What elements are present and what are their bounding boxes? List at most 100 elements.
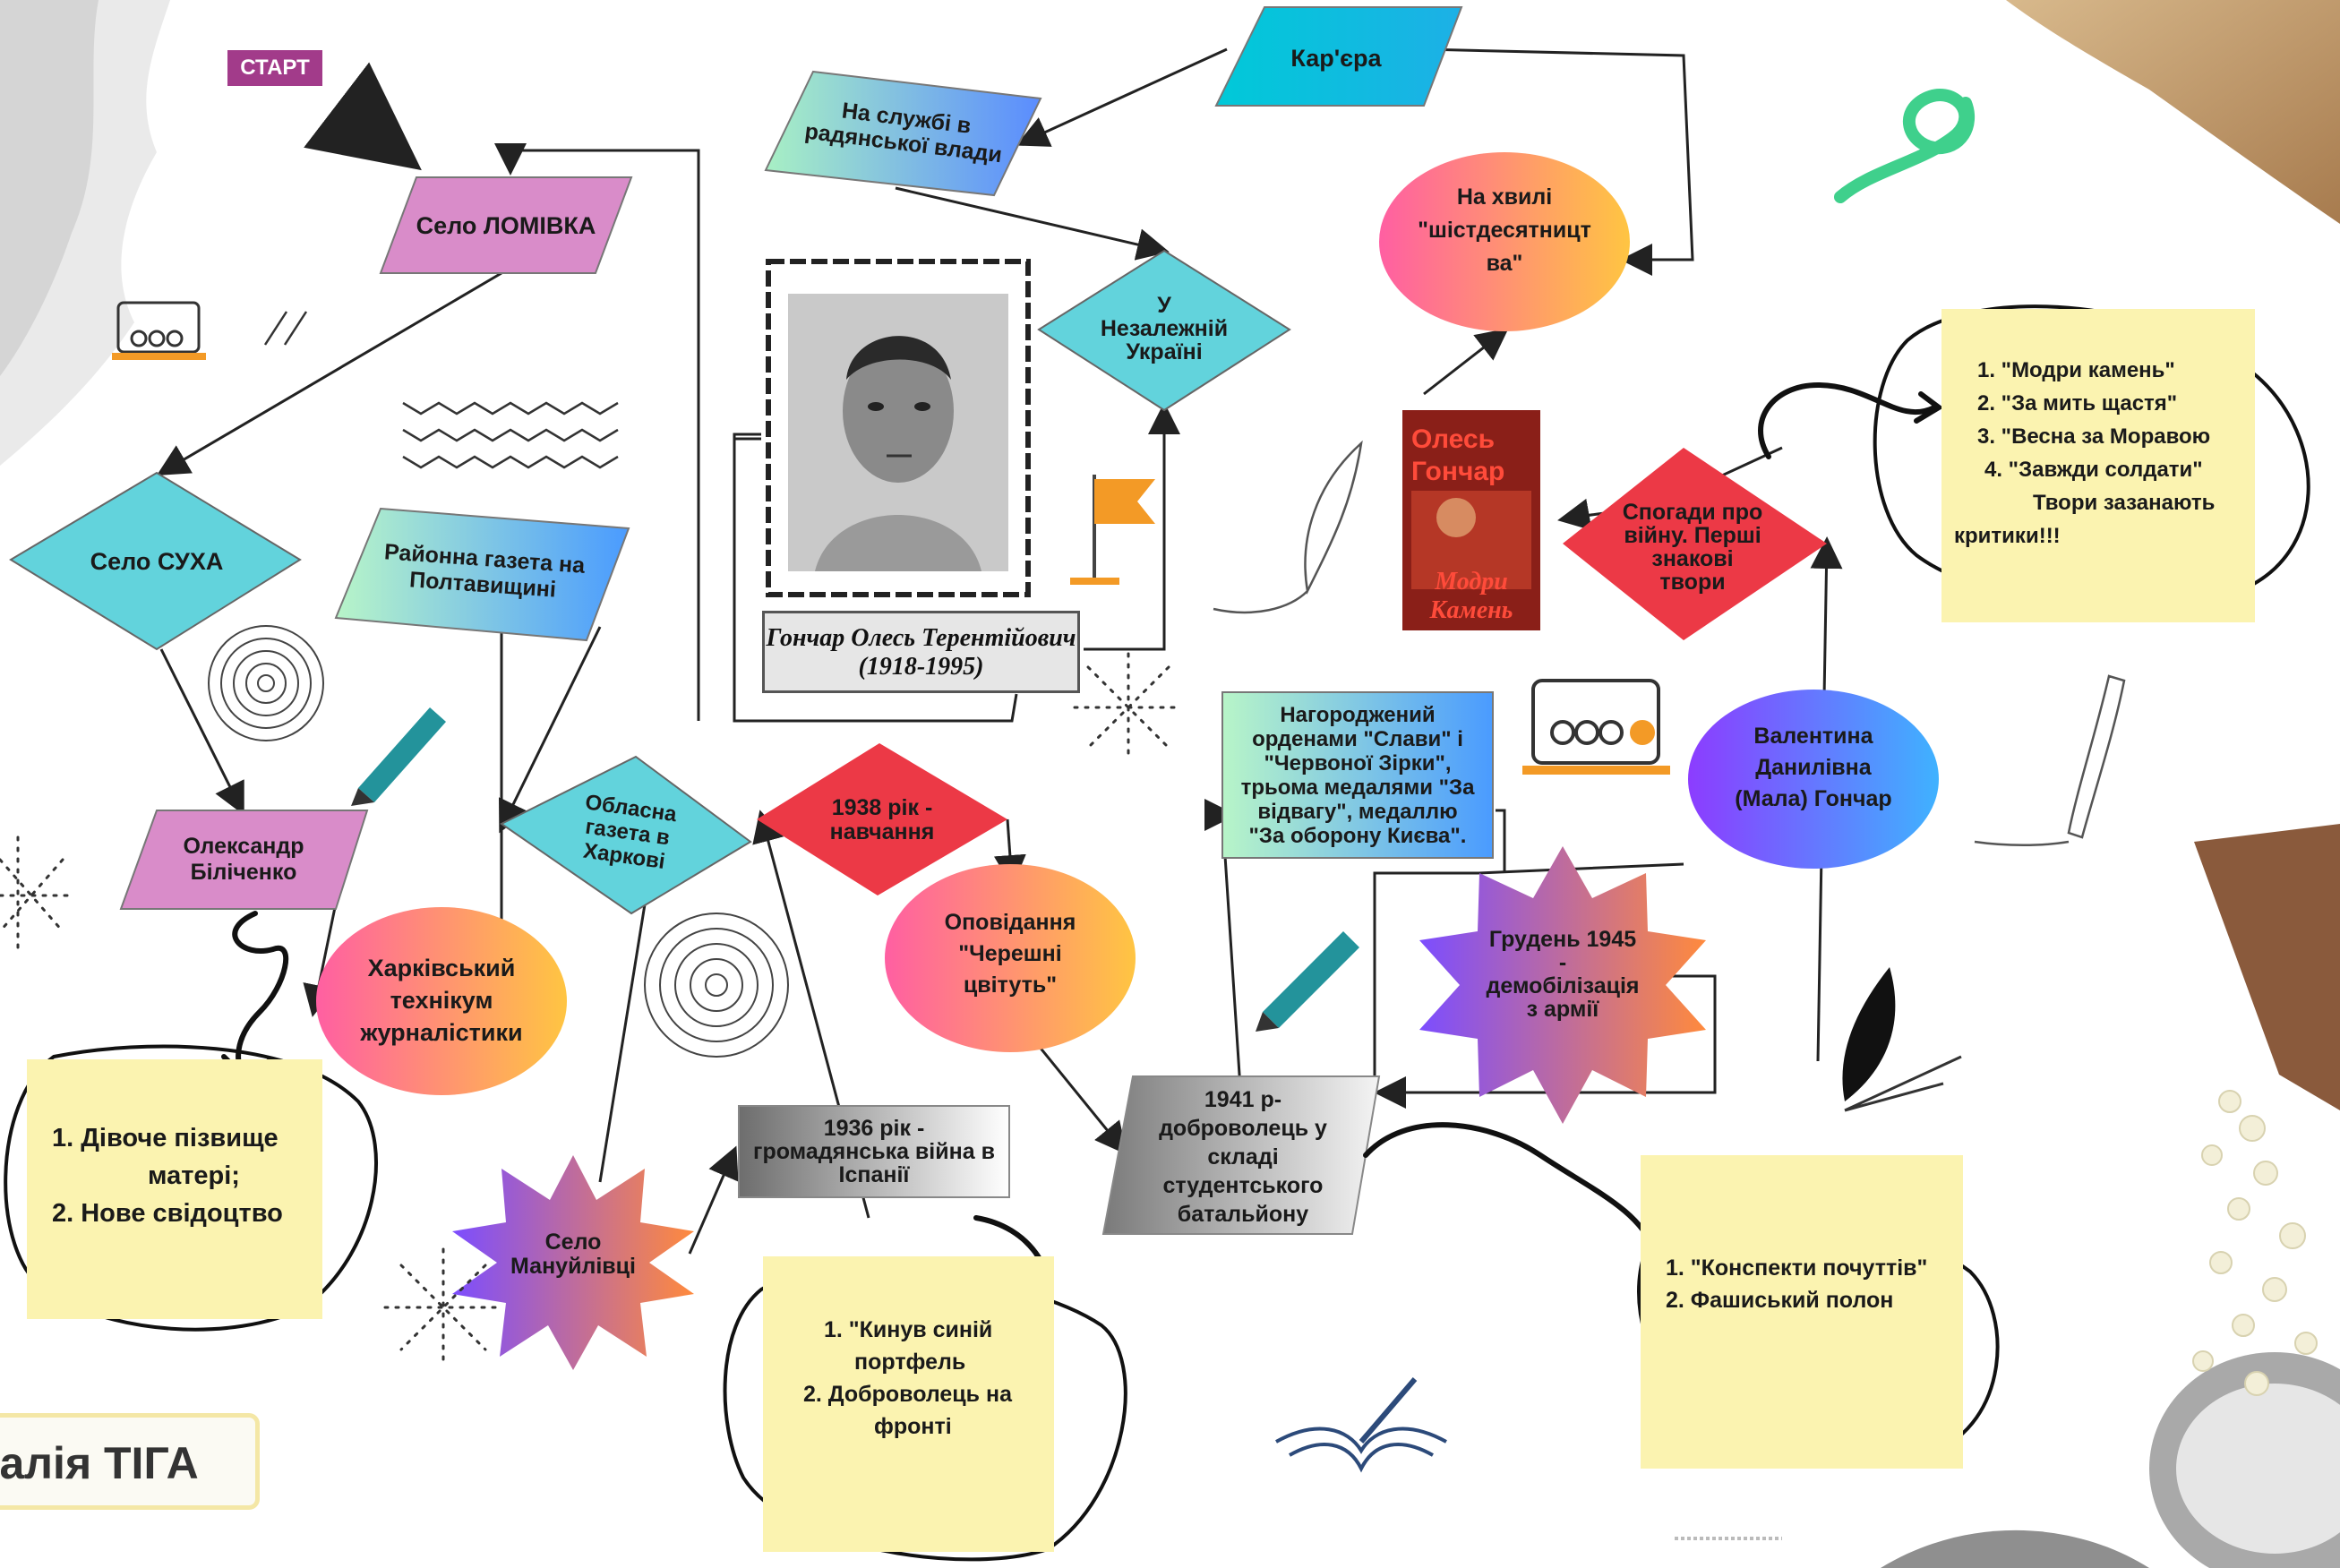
node-nahorodzhenyi[interactable]: Нагороджений орденами "Слави" і "Червоно… [1221, 691, 1494, 859]
node-spohady-line2: війну. Перші [1624, 523, 1761, 548]
node-bilichenko-line1: Олександр [183, 834, 304, 859]
book-cover-title: Модри [1434, 568, 1508, 595]
node-hruden[interactable]: Грудень 1945 - демобілізація з армії [1419, 846, 1706, 1124]
author-name: талія ТІГА [0, 1438, 199, 1488]
note-left-line1: 1. Дівоче пізвище [52, 1124, 279, 1152]
zigzag-icon [402, 401, 619, 469]
node-hruden-line1: Грудень 1945 [1489, 927, 1636, 952]
note-bottom-right-line1: 1. "Конспекти почуттів" [1666, 1255, 1928, 1281]
node-nahorodzhenyi-line6: "За оборону Києва". [1249, 824, 1467, 848]
sparkle-dots-icon-2 [383, 1247, 503, 1367]
node-ispaniia-line3: Іспанії [839, 1162, 911, 1187]
book-cover-author: Олесь [1411, 424, 1495, 454]
decor-right-flowers [1881, 824, 2340, 1568]
node-chereshni-line2: "Черешні [958, 941, 1061, 966]
node-ispaniia-line1: 1936 рік - [824, 1116, 925, 1141]
concentric-circles-icon [208, 625, 324, 741]
node-shistdesiat-line3: ва" [1487, 251, 1523, 276]
photo-caption-name: Гончар Олесь Терентійович [766, 624, 1076, 652]
node-sukha-label: Село СУХА [90, 548, 224, 575]
decor-top-right-paper [2006, 0, 2340, 224]
node-dobrovolets-line1: 1941 р- [1204, 1087, 1281, 1112]
author-plate: талія ТІГА [0, 1413, 260, 1510]
author-photo [761, 254, 1035, 602]
node-navchannia-line2: навчання [830, 819, 935, 844]
sparkle-dots-icon [1073, 652, 1184, 763]
node-spohady[interactable]: Спогади про війну. Перші знакові твори [1563, 448, 1827, 640]
feather-quill-icon [1213, 440, 1363, 614]
note-top-right: 1. "Модри камень" 2. "За мить щастя" 3. … [1941, 309, 2255, 622]
note-center-line4: фронті [874, 1414, 952, 1439]
note-left-line2: матері; [148, 1161, 240, 1190]
node-navchannia-line1: 1938 рік - [832, 795, 933, 820]
pen-icon [351, 707, 446, 806]
photo-caption: Гончар Олесь Терентійович (1918-1995) [762, 611, 1080, 693]
note-center-line1: 1. "Кинув синій [824, 1317, 993, 1342]
note-top-right-line6: критики!!! [1954, 524, 2061, 548]
node-tekhnikum[interactable]: Харківський технікум журналістики [316, 907, 567, 1095]
node-ispaniia[interactable]: 1936 рік - громадянська війна в Іспанії [738, 1105, 1010, 1198]
photo-caption-years: (1918-1995) [858, 653, 984, 681]
node-lomivka[interactable]: Село ЛОМІВКА [379, 176, 633, 274]
node-spohady-line4: твори [1659, 570, 1725, 595]
node-dobrovolets-line2: доброволець у [1159, 1116, 1327, 1141]
node-tekhnikum-line2: технікум [390, 987, 493, 1014]
node-sluzhba[interactable]: На службі в радянської влади [764, 70, 1042, 197]
node-nezalezhna[interactable]: У Незалежній Україні [1037, 249, 1291, 412]
slash-marks-icon [263, 311, 308, 346]
note-bottom-right-line2: 2. Фашиський полон [1666, 1288, 1894, 1313]
node-oblasna-gazeta[interactable]: Обласна газета в Харкові [500, 755, 752, 915]
node-nezalezhna-line2: Незалежній [1101, 316, 1228, 341]
node-sukha[interactable]: Село СУХА [9, 471, 302, 651]
node-hruden-line3: демобілізація [1487, 973, 1640, 998]
node-bilichenko-line2: Біліченко [191, 860, 297, 885]
book-cover-title2: Камень [1429, 596, 1513, 624]
node-dobrovolets-line3: складі [1207, 1144, 1278, 1170]
node-bilichenko[interactable]: Олександр Біліченко [119, 810, 369, 910]
pen-icon-2 [1256, 931, 1359, 1032]
node-shistdesiat[interactable]: На хвилі "шістдесятницт ва" [1379, 152, 1630, 331]
node-lomivka-label: Село ЛОМІВКА [416, 212, 596, 239]
node-nahorodzhenyi-line2: орденами "Слави" і [1252, 727, 1463, 751]
note-center: 1. "Кинув синій портфель 2. Доброволець … [763, 1256, 1054, 1552]
green-swirl-icon [1834, 89, 1976, 203]
node-kariera[interactable]: Кар'єра [1214, 6, 1463, 107]
node-ispaniia-line2: громадянська війна в [753, 1139, 995, 1164]
node-chereshni[interactable]: Оповідання "Черешні цвітуть" [885, 864, 1136, 1052]
pen-sketch-icon [1974, 674, 2126, 846]
node-tekhnikum-line1: Харківський [368, 955, 516, 981]
node-navchannia[interactable]: 1938 рік - навчання [757, 743, 1007, 895]
decor-left-brush [0, 0, 170, 466]
note-top-right-line4: 4. "Завжди солдати" [1984, 458, 2203, 482]
node-spohady-line3: знакові [1651, 546, 1733, 571]
node-manuilivtsi-line1: Село [545, 1230, 602, 1255]
note-top-right-line1: 1. "Модри камень" [1977, 358, 2175, 382]
book-feather-icon [1275, 1377, 1447, 1473]
node-raionna-gazeta[interactable]: Районна газета на Полтавищині [334, 507, 630, 642]
note-top-right-line5: Твори зазанають [2033, 491, 2216, 515]
node-valentyna[interactable]: Валентина Данилівна (Мала) Гончар [1688, 690, 1939, 869]
black-feather-icon [1842, 967, 1962, 1112]
node-shistdesiat-line2: "шістдесятницт [1418, 218, 1591, 243]
book-cover: Олесь Гончар Модри Камень [1402, 410, 1540, 630]
node-nahorodzhenyi-line5: відвагу", медаллю [1257, 800, 1457, 824]
node-hruden-line4: з армії [1527, 997, 1600, 1022]
footer-dotted-rule [1675, 1537, 1782, 1540]
node-valentyna-line3: (Мала) Гончар [1735, 786, 1891, 811]
note-bottom-right: 1. "Конспекти почуттів" 2. Фашиський пол… [1641, 1155, 1963, 1469]
node-nezalezhna-line3: Україні [1126, 339, 1202, 364]
note-center-line3: 2. Доброволець на [803, 1382, 1012, 1407]
start-badge: СТАРТ [227, 50, 322, 86]
book-cover-author2: Гончар [1411, 457, 1504, 486]
node-hruden-line2: - [1559, 950, 1566, 975]
node-chereshni-line1: Оповідання [945, 910, 1076, 935]
note-center-line2: портфель [854, 1350, 966, 1375]
node-dobrovolets[interactable]: 1941 р- доброволець у складі студентсько… [1101, 1075, 1381, 1235]
node-valentyna-line1: Валентина [1753, 724, 1873, 749]
flag-icon [1070, 475, 1155, 585]
note-top-right-line2: 2. "За мить щастя" [1977, 391, 2178, 416]
concentric-circles-icon-2 [644, 913, 789, 1058]
node-manuilivtsi[interactable]: Село Мануйлівці [452, 1155, 694, 1370]
note-left: 1. Дівоче пізвище матері; 2. Нове свідоц… [27, 1059, 322, 1319]
